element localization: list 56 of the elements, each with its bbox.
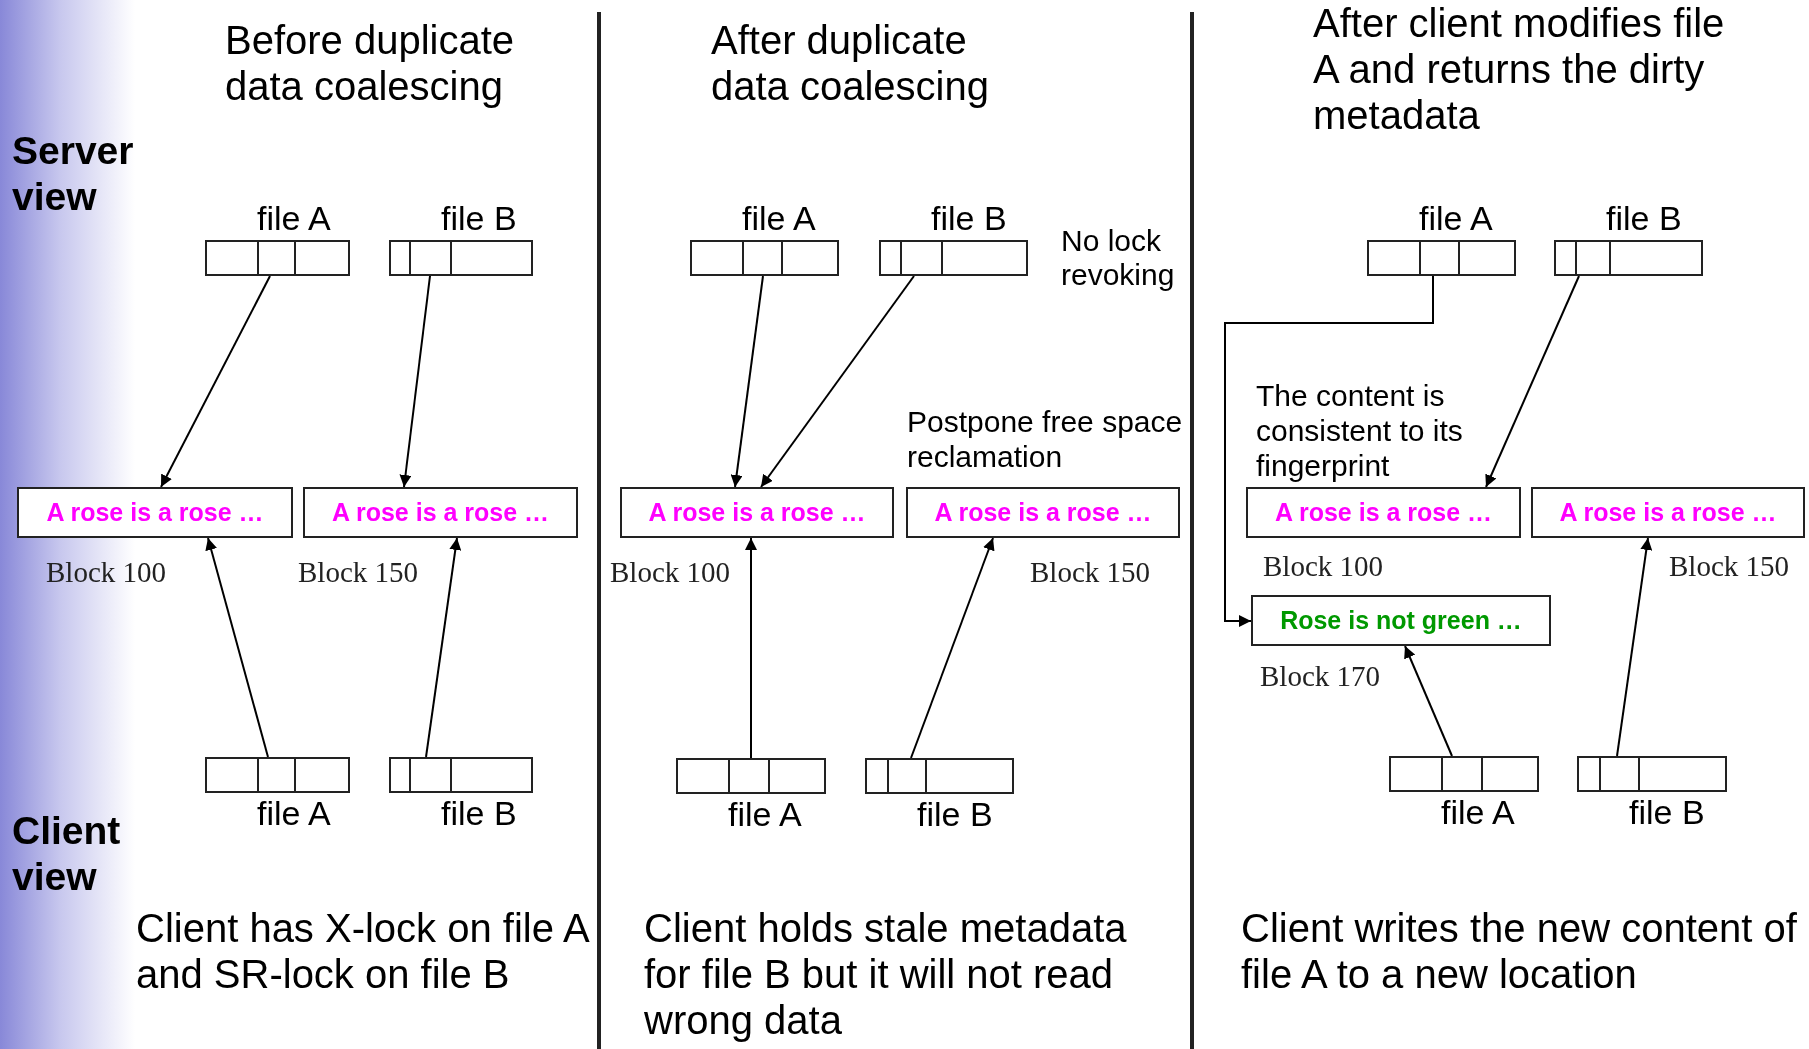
block-content: A rose is a rose … [331, 498, 550, 527]
arrow [730, 275, 764, 488]
file-label: file B [1606, 198, 1683, 239]
note-text: No lock revoking [1061, 224, 1176, 292]
block-number: Block 100 [610, 556, 731, 589]
caption-text: Client has X-lock on file A and SR-lock on file B [136, 905, 590, 997]
row-label: Client view [12, 808, 122, 900]
block-content: A rose is a rose … [1274, 498, 1493, 527]
block-content: A rose is a rose … [46, 498, 264, 527]
block-content: A rose is a rose … [1559, 498, 1777, 527]
data-block [906, 487, 1180, 538]
block-content: A rose is a rose … [648, 498, 866, 527]
file-label: file B [917, 794, 994, 835]
file-label: file A [742, 198, 817, 239]
arrow [910, 537, 995, 759]
arrow [1616, 537, 1653, 757]
panel-title: After client modifies file A and returns the dirty metadata [1313, 0, 1726, 138]
block-number: Block 150 [298, 556, 419, 589]
arrow [745, 537, 757, 759]
block-content: Rose is not green … [1280, 606, 1522, 635]
caption-text: Client holds stale metadata for file B but it will not read wrong data [644, 905, 1128, 1043]
data-block [1251, 595, 1551, 646]
block-number: Block 170 [1260, 660, 1381, 693]
block-number: Block 100 [46, 556, 167, 589]
block-number: Block 100 [1263, 550, 1384, 583]
block-number: Block 150 [1030, 556, 1151, 589]
caption-text: Client writes the new content of file A to a new location [1241, 905, 1798, 997]
file-label: file B [1629, 792, 1706, 833]
file-label: file A [1441, 792, 1516, 833]
arrow [1224, 275, 1434, 627]
file-label: file B [441, 198, 518, 239]
row-label: Server view [12, 128, 135, 220]
block-number: Block 150 [1669, 550, 1790, 583]
arrow [1485, 275, 1580, 488]
file-label: file A [257, 198, 332, 239]
data-block [303, 487, 578, 538]
file-label: file B [441, 793, 518, 834]
data-block [17, 487, 293, 538]
panel-title: After duplicate data coalescing [711, 17, 990, 109]
note-text: Postpone free space reclamation [907, 404, 1184, 474]
arrow [425, 537, 462, 758]
arrow [205, 537, 269, 758]
data-block [1531, 487, 1805, 538]
arrow [399, 275, 431, 488]
file-label: file A [1419, 198, 1494, 239]
panel-title: Before duplicate data coalescing [225, 17, 516, 109]
arrow [1404, 645, 1453, 757]
arrow [760, 275, 915, 488]
arrow [160, 275, 271, 488]
note-text: The content is consistent to its fingerprint [1256, 378, 1464, 483]
file-label: file A [728, 794, 803, 835]
data-block [620, 487, 894, 538]
data-block [1246, 487, 1521, 538]
block-content: A rose is a rose … [934, 498, 1152, 527]
file-label: file A [257, 793, 332, 834]
file-label: file B [931, 198, 1008, 239]
